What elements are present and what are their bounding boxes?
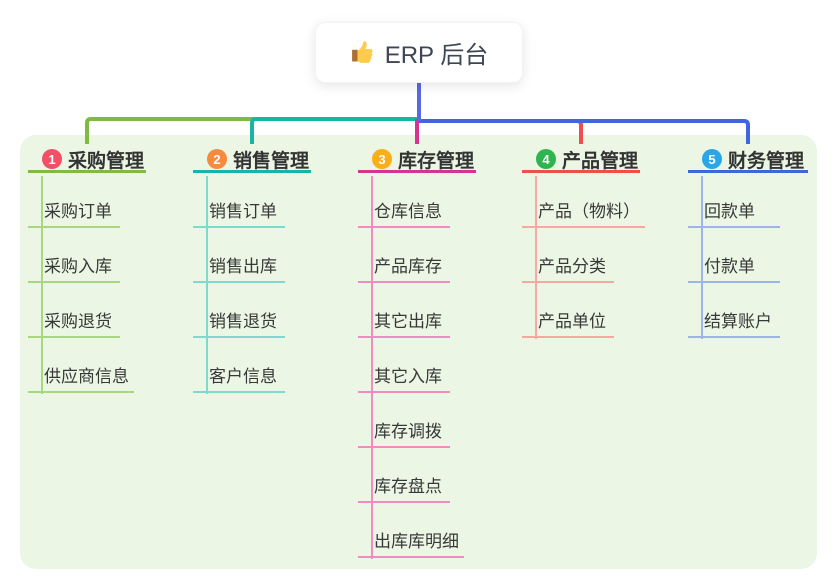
- child-node-label: 其它出库: [374, 312, 442, 331]
- branch-title-3[interactable]: 3 库存管理: [358, 148, 476, 173]
- child-node-label: 仓库信息: [374, 202, 442, 221]
- child-node-label: 付款单: [704, 257, 755, 276]
- branch-title-5[interactable]: 5 财务管理: [688, 148, 808, 173]
- child-node[interactable]: 库存调拨: [358, 393, 450, 448]
- child-node-label: 采购退货: [44, 312, 112, 331]
- child-node-label: 结算账户: [704, 312, 772, 331]
- child-node-label: 采购订单: [44, 202, 112, 221]
- branch-title-2[interactable]: 2 销售管理: [193, 148, 311, 173]
- branch-children: 产品（物料） 产品分类产品单位: [522, 173, 645, 338]
- child-node[interactable]: 销售退货: [193, 283, 285, 338]
- child-node[interactable]: 其它出库: [358, 283, 450, 338]
- branch-child-connector-line: [41, 176, 43, 394]
- branch-5: 5 财务管理回款单付款单结算账户: [688, 148, 808, 339]
- branch-number-badge: 5: [702, 149, 722, 169]
- branch-title-label: 销售管理: [233, 150, 310, 172]
- child-node-label: 供应商信息: [44, 367, 129, 386]
- child-node-label: 销售出库: [209, 257, 277, 276]
- child-node-label: 产品分类: [538, 257, 606, 276]
- child-node[interactable]: 付款单: [688, 228, 780, 283]
- branch-2: 2 销售管理销售订单销售出库销售退货客户信息: [193, 148, 311, 394]
- branch-title-label: 产品管理: [562, 150, 639, 172]
- child-node[interactable]: 采购入库: [28, 228, 120, 283]
- child-node[interactable]: 其它入库: [358, 338, 450, 393]
- branch-child-connector-line: [371, 176, 373, 559]
- branch-title-label: 采购管理: [68, 150, 145, 172]
- branch-number-badge: 2: [207, 149, 227, 169]
- branch-children: 采购订单采购入库采购退货供应商信息: [28, 173, 146, 393]
- child-node-label: 产品（物料）: [538, 202, 640, 221]
- child-node[interactable]: 回款单: [688, 173, 780, 228]
- branch-1: 1 采购管理采购订单采购入库采购退货供应商信息: [28, 148, 146, 394]
- child-node-label: 出库库明细: [374, 532, 459, 551]
- child-node-label: 销售退货: [209, 312, 277, 331]
- branch-title-4[interactable]: 4 产品管理: [522, 148, 640, 173]
- child-node[interactable]: 客户信息: [193, 338, 285, 393]
- branch-children: 销售订单销售出库销售退货客户信息: [193, 173, 311, 393]
- child-node-label: 库存调拨: [374, 422, 442, 441]
- child-node-label: 库存盘点: [374, 477, 442, 496]
- branch-child-connector-line: [206, 176, 208, 394]
- child-node-label: 产品单位: [538, 312, 606, 331]
- branch-children: 回款单付款单结算账户: [688, 173, 808, 338]
- branch-number-badge: 1: [42, 149, 62, 169]
- child-node[interactable]: 产品（物料）: [522, 173, 645, 228]
- root-node[interactable]: ERP 后台: [315, 22, 523, 83]
- branch-3: 3 库存管理仓库信息产品库存其它出库其它入库库存调拨库存盘点出库库明细: [358, 148, 476, 559]
- child-node[interactable]: 产品分类: [522, 228, 614, 283]
- child-node[interactable]: 库存盘点: [358, 448, 450, 503]
- child-node[interactable]: 产品库存: [358, 228, 450, 283]
- child-node[interactable]: 结算账户: [688, 283, 780, 338]
- child-node-label: 销售订单: [209, 202, 277, 221]
- branch-child-connector-line: [535, 176, 537, 339]
- child-node[interactable]: 采购订单: [28, 173, 120, 228]
- branch-number-badge: 3: [372, 149, 392, 169]
- branch-4: 4 产品管理产品（物料） 产品分类产品单位: [522, 148, 645, 339]
- branch-number-badge: 4: [536, 149, 556, 169]
- child-node[interactable]: 销售订单: [193, 173, 285, 228]
- branch-children: 仓库信息产品库存其它出库其它入库库存调拨库存盘点出库库明细: [358, 173, 476, 558]
- branches-panel: [20, 135, 817, 569]
- branch-title-label: 库存管理: [398, 150, 475, 172]
- child-node-label: 产品库存: [374, 257, 442, 276]
- child-node[interactable]: 仓库信息: [358, 173, 450, 228]
- child-node-label: 其它入库: [374, 367, 442, 386]
- child-node[interactable]: 采购退货: [28, 283, 120, 338]
- branch-title-1[interactable]: 1 采购管理: [28, 148, 146, 173]
- child-node[interactable]: 出库库明细: [358, 503, 464, 558]
- child-node[interactable]: 产品单位: [522, 283, 614, 338]
- branch-child-connector-line: [701, 176, 703, 339]
- branch-title-label: 财务管理: [728, 150, 805, 172]
- child-node[interactable]: 供应商信息: [28, 338, 134, 393]
- child-node-label: 采购入库: [44, 257, 112, 276]
- child-node-label: 回款单: [704, 202, 755, 221]
- root-node-label: ERP 后台: [384, 42, 489, 69]
- child-node-label: 客户信息: [209, 367, 277, 386]
- child-node[interactable]: 销售出库: [193, 228, 285, 283]
- thumbs-up-icon: [350, 40, 375, 65]
